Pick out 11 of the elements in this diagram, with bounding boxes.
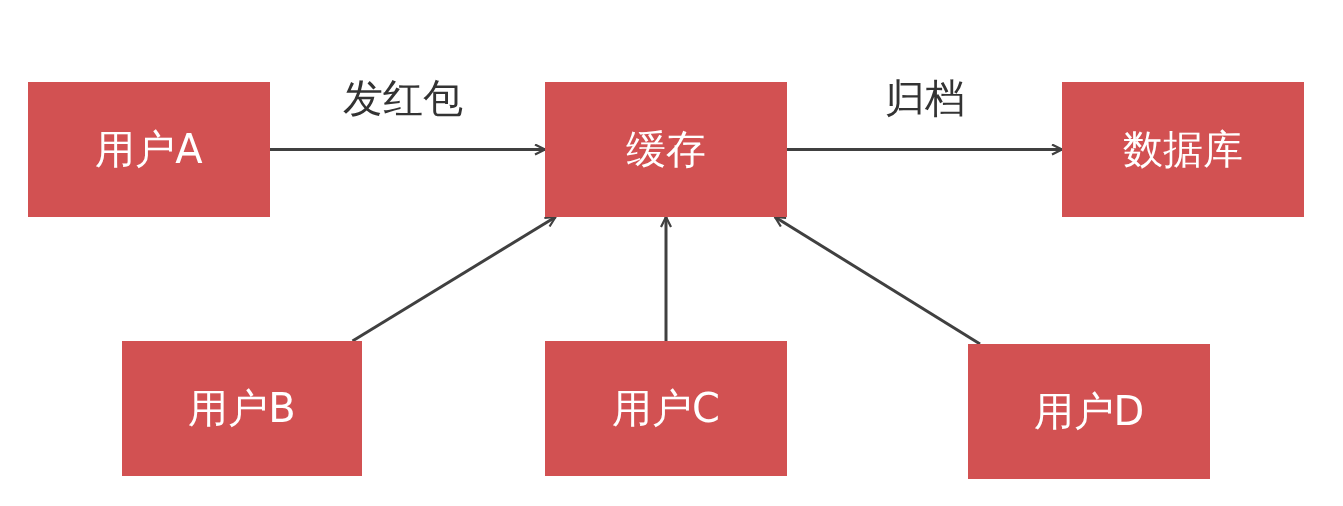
process-box: 数据库: [1062, 82, 1304, 217]
process-box: 用户B: [122, 341, 362, 476]
process-box: 用户A: [28, 82, 270, 217]
arrow: [351, 215, 557, 343]
arrow: [773, 215, 981, 346]
process-box: 用户D: [968, 344, 1210, 479]
arrow: [270, 143, 547, 156]
process-box: 用户C: [545, 341, 787, 476]
arrow: [787, 143, 1064, 156]
arrow: [659, 215, 673, 341]
process-box: 缓存: [545, 82, 787, 217]
